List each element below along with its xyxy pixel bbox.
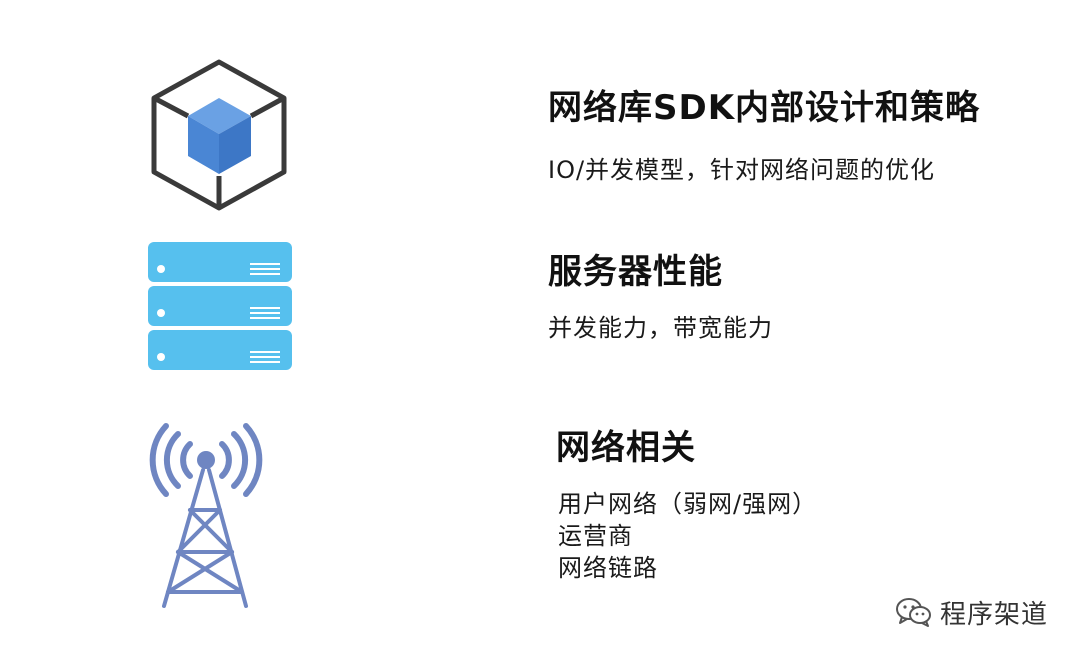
- section-title-network: 网络相关: [556, 428, 696, 468]
- section-desc-network: 用户网络（弱网/强网） 运营商 网络链路: [558, 488, 817, 584]
- section-title-sdk: 网络库SDK内部设计和策略: [548, 88, 981, 128]
- desc-line: 并发能力，带宽能力: [548, 314, 773, 342]
- watermark-text: 程序架道: [940, 599, 1049, 630]
- signal-tower-icon: [148, 420, 264, 610]
- server-stack-icon: [148, 242, 292, 370]
- section-title-server: 服务器性能: [548, 252, 723, 292]
- desc-line: IO/并发模型，针对网络问题的优化: [548, 156, 936, 184]
- cube-in-hexagon-icon: [150, 58, 288, 212]
- desc-line: 用户网络（弱网/强网）: [558, 490, 818, 518]
- section-desc-server: 并发能力，带宽能力: [548, 312, 773, 344]
- desc-line: 运营商: [558, 522, 633, 550]
- section-desc-sdk: IO/并发模型，针对网络问题的优化: [548, 154, 935, 186]
- watermark: 程序架道: [896, 592, 1048, 632]
- desc-line: 网络链路: [558, 554, 658, 582]
- wechat-icon: [896, 598, 931, 627]
